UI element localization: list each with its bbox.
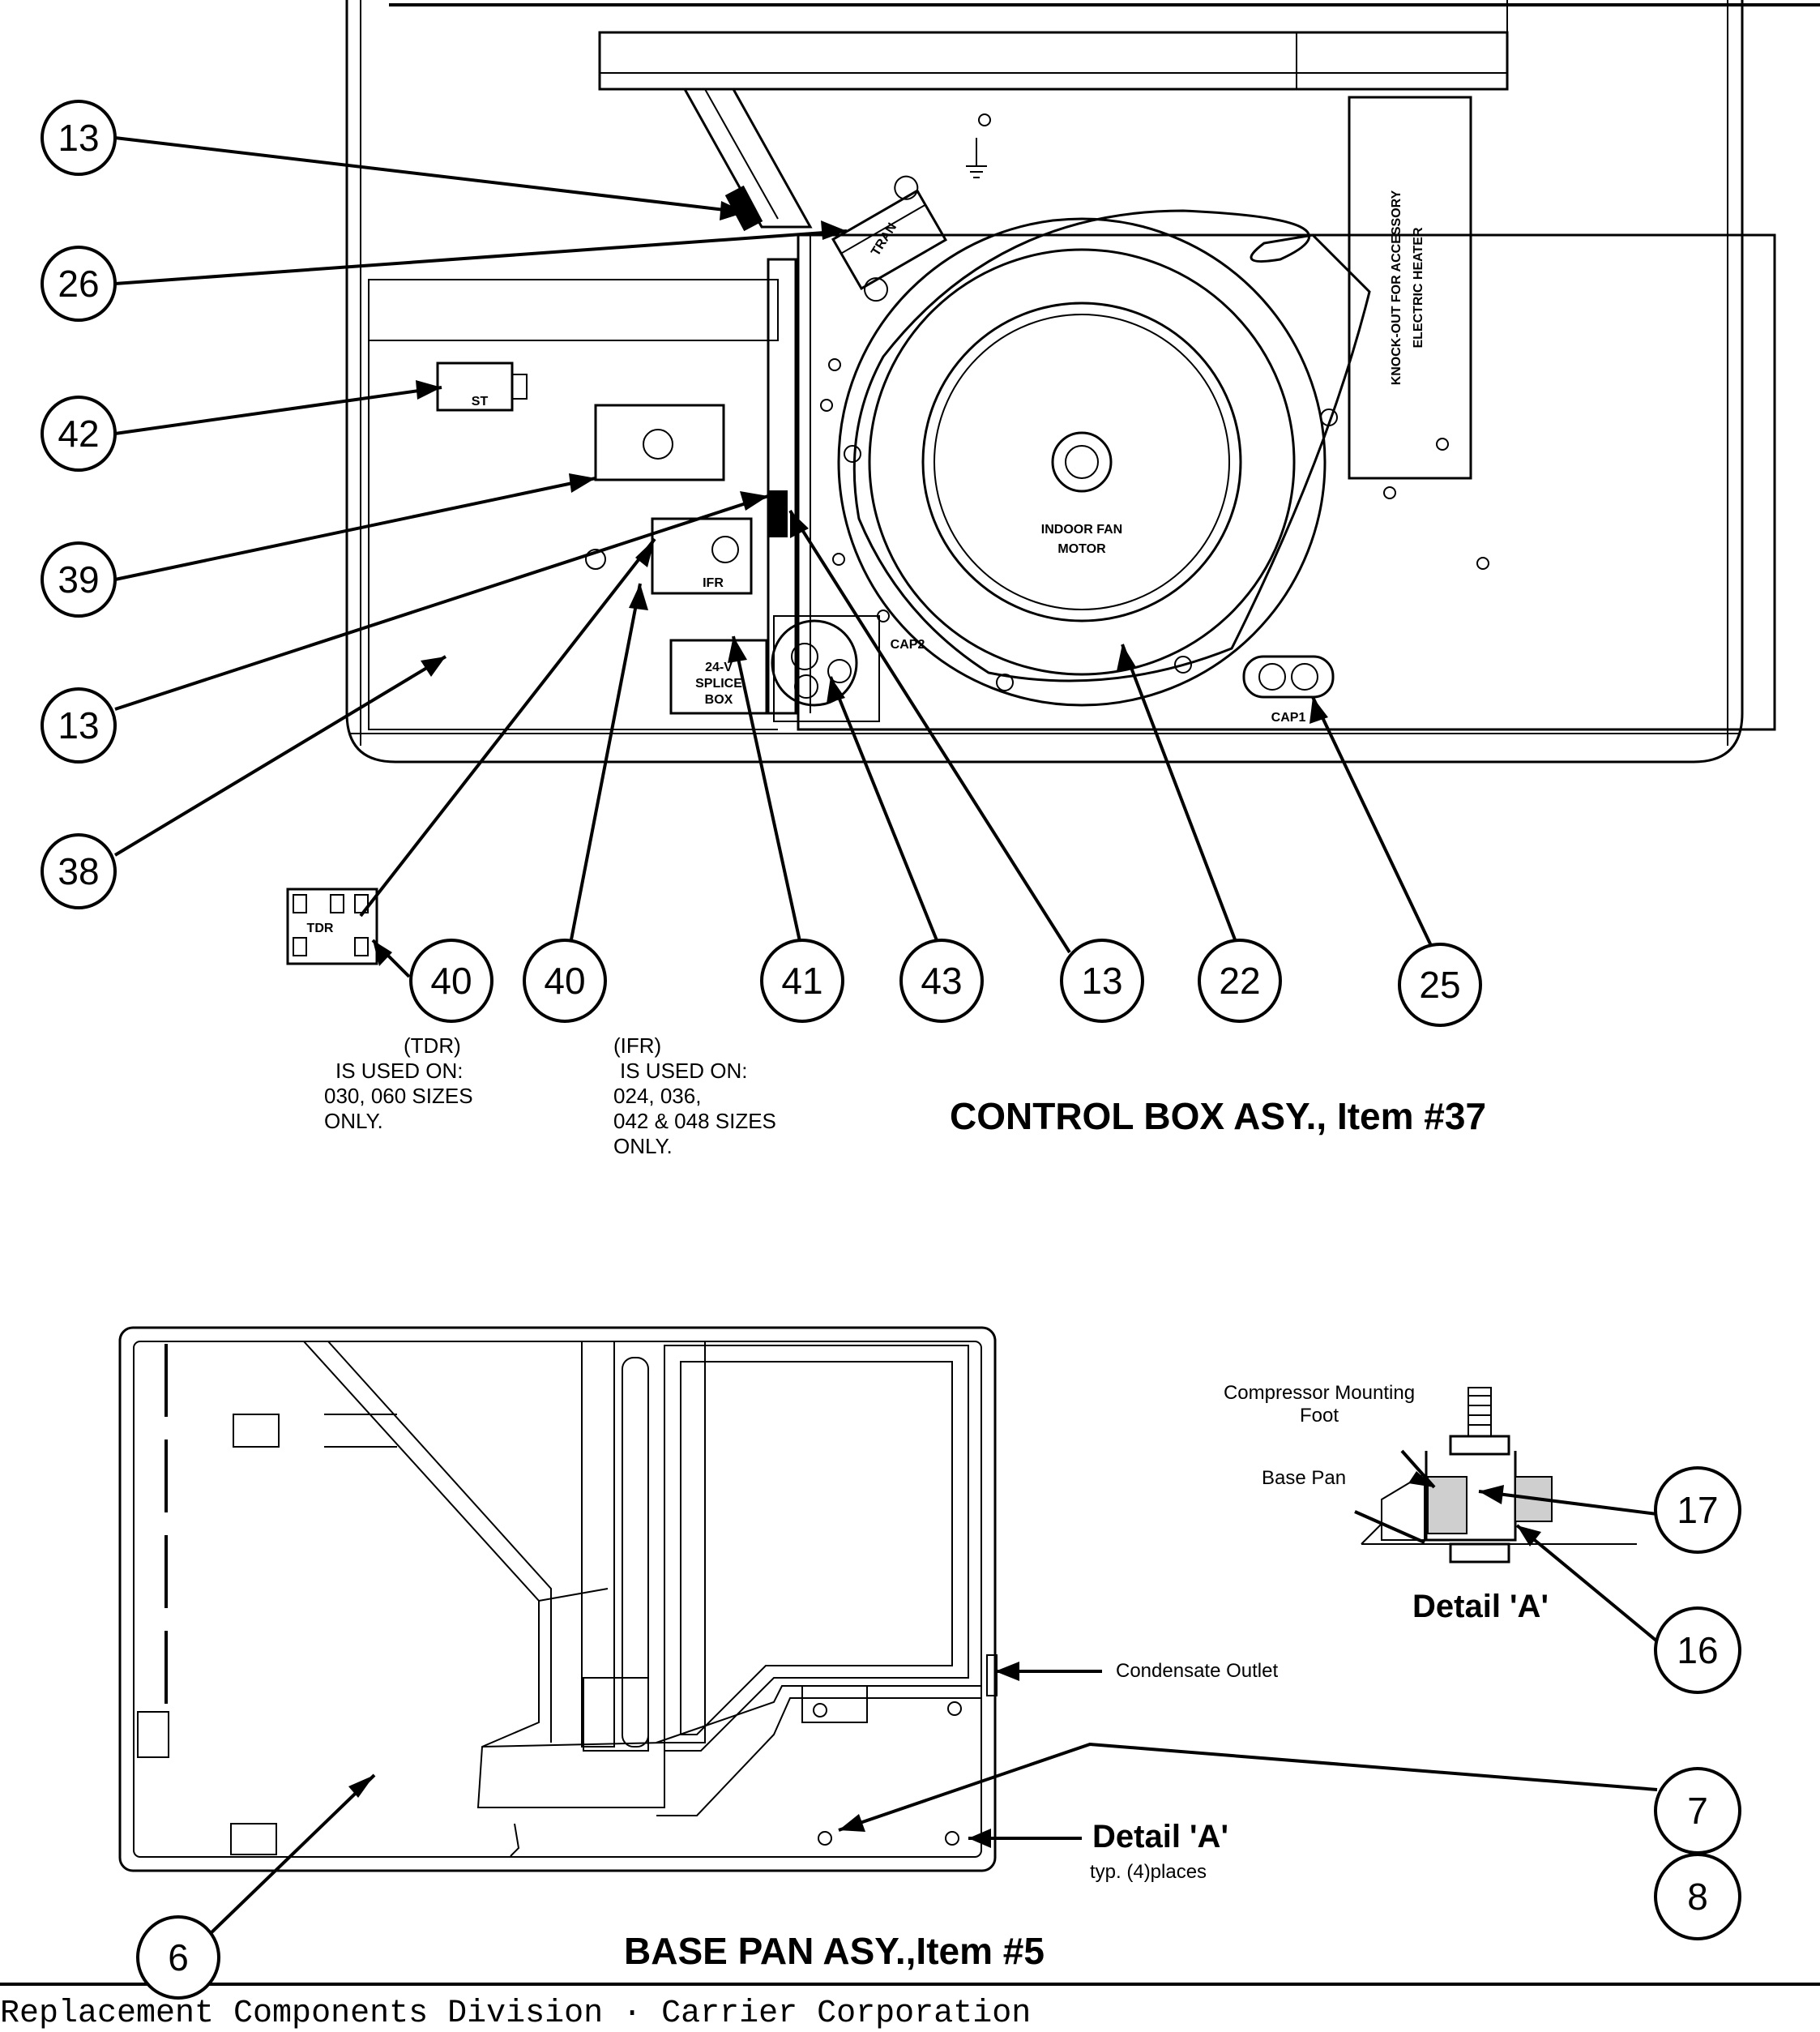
detail-a-title: Detail 'A' <box>1412 1589 1549 1624</box>
detail-a-places-label: typ. (4)places <box>1090 1861 1207 1883</box>
control-box-arrowheads <box>373 201 1328 966</box>
callout-13-a: 13 <box>58 117 99 159</box>
compressor-foot-line-1: Compressor Mounting <box>1223 1382 1416 1404</box>
indoor-fan-motor-label-1: INDOOR FAN <box>1041 523 1122 537</box>
ifr-note-line-2: IS USED ON: <box>620 1059 748 1083</box>
callout-13-b: 13 <box>58 704 99 746</box>
tdr-note-line-2: IS USED ON: <box>335 1059 464 1083</box>
ifr-note-line-1: (IFR) <box>613 1033 662 1058</box>
splice-box-label-3: BOX <box>705 693 733 707</box>
ifr-label: IFR <box>703 576 724 590</box>
splice-box-label-2: SPLICE <box>695 677 742 691</box>
detail-a-callout-label: Detail 'A' <box>1092 1819 1228 1854</box>
base-pan-arrowheads <box>348 1662 1019 1848</box>
footer-text: Replacement Components Division · Carrie… <box>0 1996 1032 2032</box>
base-pan-leader-lines <box>205 1670 1658 1939</box>
ifr-note-line-4: 042 & 048 SIZES <box>613 1109 776 1133</box>
tdr-usage-note: (TDR) IS USED ON: 030, 060 SIZES ONLY. <box>324 1033 473 1134</box>
callout-circles <box>41 100 1741 2000</box>
cap2-label: CAP2 <box>891 638 925 652</box>
callout-40-b: 40 <box>544 960 585 1002</box>
base-pan-title: BASE PAN ASY.,Item #5 <box>624 1930 1045 1972</box>
st-label: ST <box>472 395 489 409</box>
splice-box-label-1: 24-V <box>705 661 733 674</box>
callout-40-a: 40 <box>430 960 472 1002</box>
control-box-title: CONTROL BOX ASY., Item #37 <box>950 1095 1487 1137</box>
callout-6: 6 <box>168 1936 189 1979</box>
callout-13-c: 13 <box>1081 960 1122 1002</box>
tdr-label: TDR <box>307 922 334 935</box>
tran-label: TRAN <box>869 220 899 259</box>
tdr-relay-drawing <box>286 888 378 965</box>
tdr-note-line-4: ONLY. <box>324 1109 383 1133</box>
ifr-note-line-3: 024, 036, <box>613 1084 702 1108</box>
callout-25: 25 <box>1419 964 1460 1006</box>
knockout-label-1: KNOCK-OUT FOR ACCESSORY <box>1390 190 1403 385</box>
callout-7: 7 <box>1687 1790 1708 1832</box>
control-box-drawing <box>345 0 1820 764</box>
callout-43: 43 <box>921 960 962 1002</box>
compressor-foot-line-2: Foot <box>1299 1405 1339 1427</box>
callout-8: 8 <box>1687 1876 1708 1918</box>
callout-numbers: 13 26 42 39 13 38 40 40 41 43 13 22 25 1… <box>58 117 1718 1979</box>
callout-16: 16 <box>1677 1629 1718 1671</box>
callout-26: 26 <box>58 263 99 305</box>
condensate-outlet-label: Condensate Outlet <box>1116 1660 1279 1682</box>
knockout-label-2: ELECTRIC HEATER <box>1412 227 1425 348</box>
callout-39: 39 <box>58 558 99 601</box>
compressor-foot-label: Compressor Mounting Foot <box>1206 1382 1433 1427</box>
callout-17: 17 <box>1677 1489 1718 1531</box>
base-pan-drawing <box>118 1326 998 1872</box>
control-box-leader-lines <box>113 136 1436 978</box>
detail-a-leader-lines <box>1354 1449 1659 1643</box>
callout-41: 41 <box>781 960 822 1002</box>
callout-38: 38 <box>58 850 99 892</box>
indoor-fan-motor-label-2: MOTOR <box>1057 542 1106 556</box>
base-pan-label: Base Pan <box>1262 1467 1347 1489</box>
tdr-note-line-1: (TDR) <box>404 1033 461 1058</box>
callout-42: 42 <box>58 413 99 455</box>
tdr-note-line-3: 030, 060 SIZES <box>324 1084 473 1108</box>
ifr-usage-note: (IFR) IS USED ON: 024, 036, 042 & 048 SI… <box>613 1033 776 1159</box>
callout-22: 22 <box>1219 960 1260 1002</box>
cap1-label: CAP1 <box>1271 711 1306 725</box>
ifr-note-line-5: ONLY. <box>613 1134 673 1158</box>
